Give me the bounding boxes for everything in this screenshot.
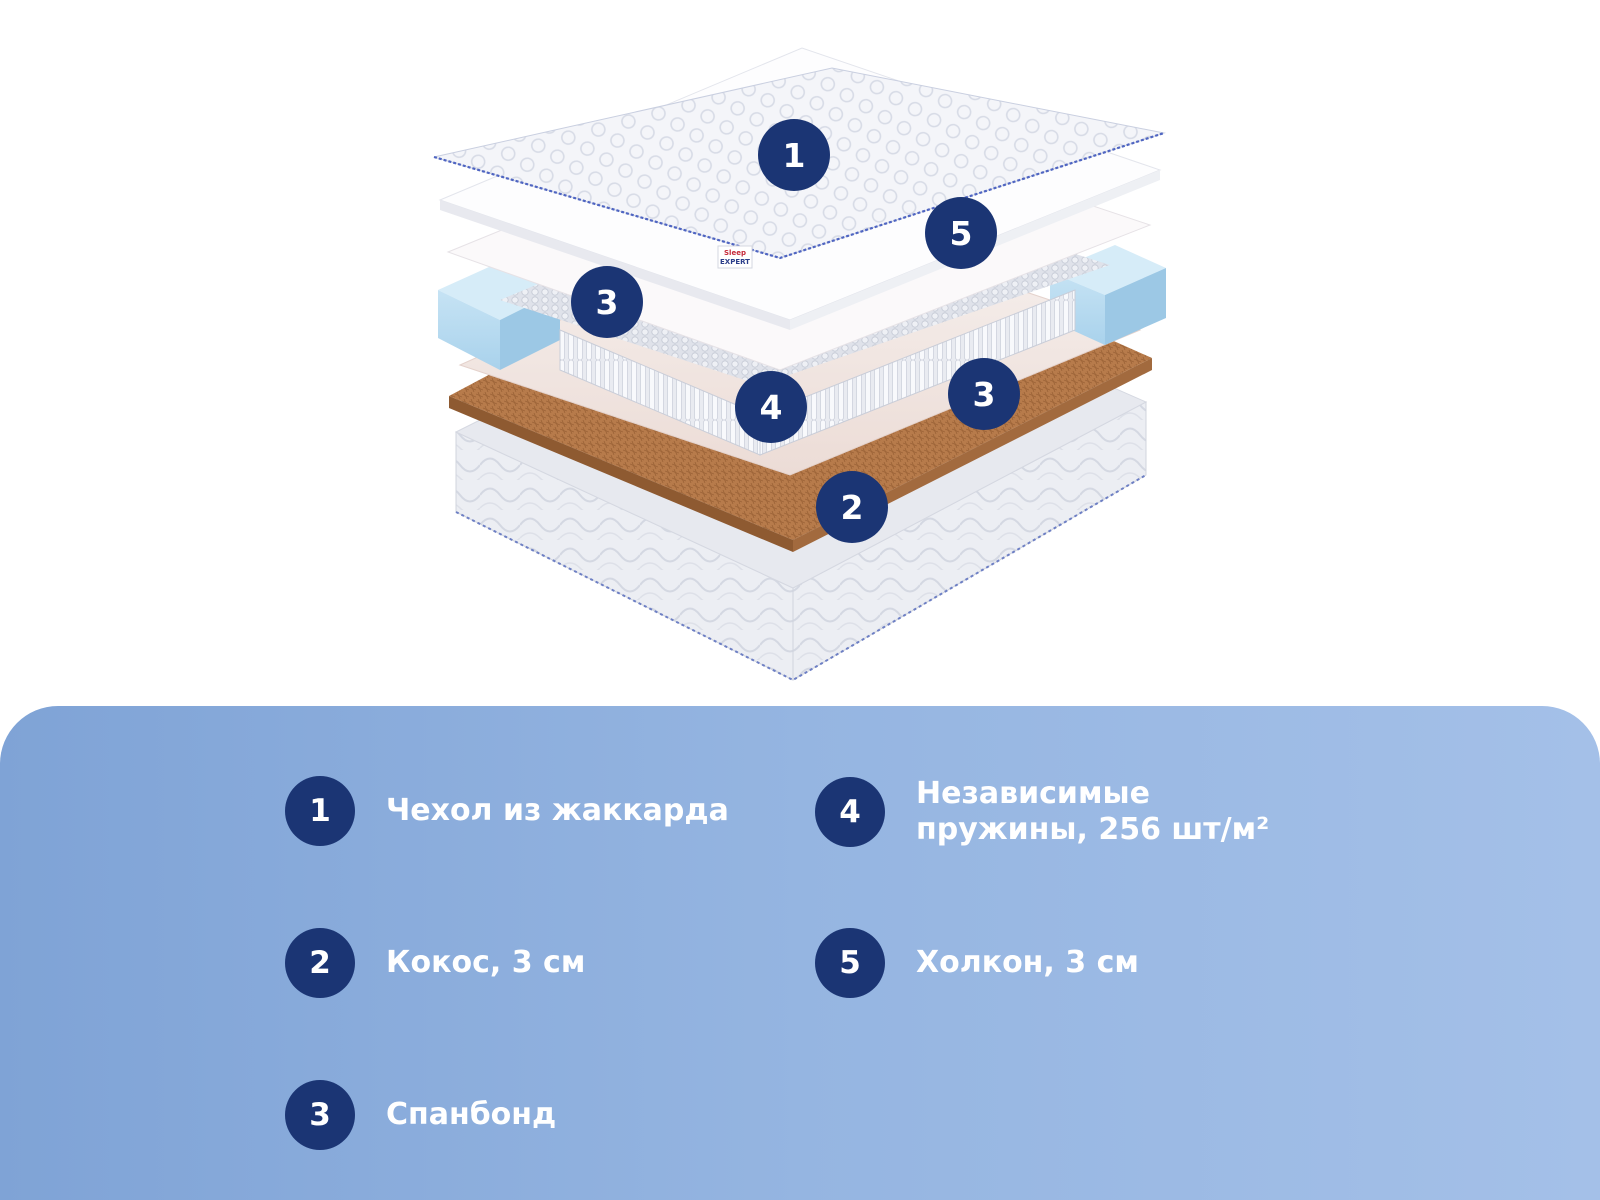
legend-label-4: Независимые пружины, 256 шт/м² <box>916 776 1269 848</box>
legend-label-2: Кокос, 3 см <box>386 945 585 981</box>
marker-1-label: 1 <box>783 136 806 175</box>
legend-badge-5: 5 <box>815 928 885 998</box>
marker-1: 1 <box>758 119 830 191</box>
marker-3-top-label: 3 <box>596 283 619 322</box>
mattress-layers-illustration: Sleep EXPERT 1 5 3 4 3 2 <box>433 47 1166 682</box>
brand-tag <box>717 245 753 269</box>
marker-2-label: 2 <box>841 488 864 527</box>
brand-tag-line2: EXPERT <box>720 258 750 266</box>
brand-tag-line1: Sleep <box>724 249 746 257</box>
marker-4-label: 4 <box>760 388 783 427</box>
marker-5-label: 5 <box>950 214 973 253</box>
legend-label-3-line-1: Спанбонд <box>386 1097 557 1132</box>
legend-badge-3: 3 <box>285 1080 355 1150</box>
marker-3-top: 3 <box>571 266 643 338</box>
marker-2: 2 <box>816 471 888 543</box>
marker-3-bottom-label: 3 <box>973 375 996 414</box>
legend-label-2-line-1: Кокос, 3 см <box>386 945 586 980</box>
legend-panel: 1 Чехол из жаккарда 2 Кокос, 3 см 3 Спан… <box>0 706 1600 1200</box>
legend-item-4: 4 Независимые пружины, 256 шт/м² <box>815 776 1269 848</box>
legend-badge-4: 4 <box>815 777 885 847</box>
legend-item-1: 1 Чехол из жаккарда <box>285 776 729 846</box>
legend-item-2: 2 Кокос, 3 см <box>285 928 585 998</box>
foam-edge-right <box>1050 245 1166 345</box>
legend-label-3: Спанбонд <box>386 1097 556 1133</box>
legend-label-4-line-1: Независимые <box>916 776 1150 811</box>
legend-label-5-line-1: Холкон, 3 см <box>916 945 1139 980</box>
legend-item-3: 3 Спанбонд <box>285 1080 556 1150</box>
legend-label-1-line-1: Чехол из жаккарда <box>386 793 729 828</box>
marker-3-bottom: 3 <box>948 358 1020 430</box>
marker-4: 4 <box>735 371 807 443</box>
legend-label-1: Чехол из жаккарда <box>386 793 729 829</box>
legend-label-4-line-2: пружины, 256 шт/м² <box>916 812 1270 847</box>
legend-badge-2: 2 <box>285 928 355 998</box>
layer-markers: 1 5 3 4 3 2 <box>571 119 1020 543</box>
legend-item-5: 5 Холкон, 3 см <box>815 928 1139 998</box>
legend-label-5: Холкон, 3 см <box>916 945 1139 981</box>
marker-5: 5 <box>925 197 997 269</box>
legend-badge-1: 1 <box>285 776 355 846</box>
